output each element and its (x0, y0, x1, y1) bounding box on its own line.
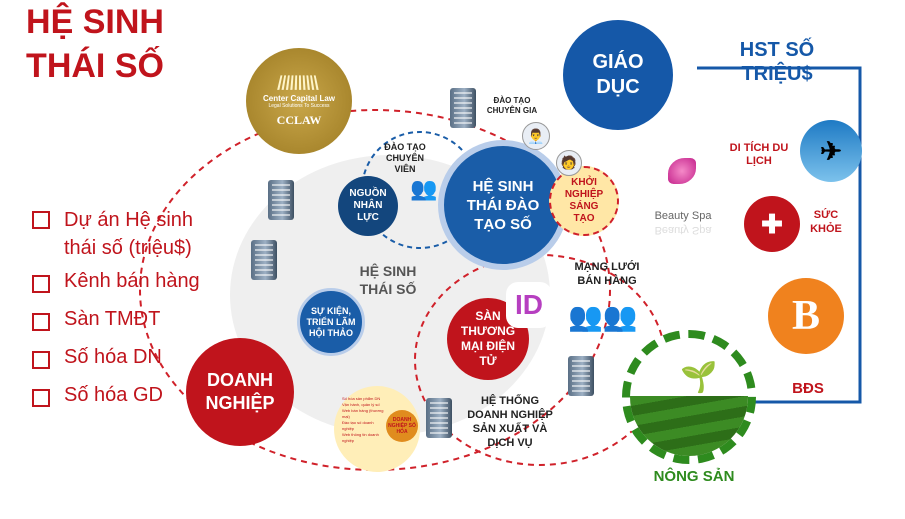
digitize-list: Số hóa sản phẩm DN Vận hành, quản lý số … (342, 396, 386, 444)
field-icon (630, 396, 748, 456)
building-icon (268, 180, 294, 220)
realestate-label: BĐS (784, 380, 832, 397)
center-label: HỆ SINH THÁI SỐ (352, 262, 424, 298)
events-circle: SỰ KIỆN, TRIỂN LÃM HỘI THẢO (297, 288, 365, 356)
checkbox-icon (32, 313, 50, 331)
startup-avatar-icon: 🧑 (556, 150, 582, 176)
medical-icon: ✚ (744, 196, 800, 252)
expert-label: ĐÀO TẠO CHUYÊN GIA (486, 96, 538, 116)
hst-label: HST SỐ TRIỆU$ (712, 38, 842, 86)
tourism-label: DI TÍCH DU LỊCH (724, 142, 794, 168)
expert-avatar-icon: 👨‍💼 (522, 122, 550, 150)
beauty-reflection: Beauty Spa (648, 224, 718, 236)
education-circle: GIÁO DỤC (563, 20, 673, 130)
realestate-logo: B (768, 278, 844, 354)
network-label: MẠNG LƯỚI BÁN HÀNG (572, 260, 642, 288)
id-badge-icon: ID (506, 282, 552, 328)
agri-circle: 🌱 (622, 330, 756, 464)
list-item: Dự án Hệ sinh thái số (triệu$) (32, 206, 214, 262)
list-item: Sàn TMĐT (32, 308, 160, 331)
startup-circle: KHỞI NGHIỆP SÁNG TẠO (549, 166, 619, 236)
leaf-icon: 🌱 (680, 360, 717, 395)
beauty-label: Beauty Spa (648, 210, 718, 222)
building-icon (426, 398, 452, 438)
digitize-badge: DOANH NGHIỆP SỐ HÓA (386, 410, 418, 442)
checkbox-icon (32, 275, 50, 293)
list-item: Kênh bán hàng (32, 270, 200, 293)
cclaw-logo: Center Capital Law Legal Solutions To Su… (246, 48, 352, 154)
building-icon (450, 88, 476, 128)
business-circle: DOANH NGHIỆP (186, 338, 294, 446)
hr-circle: NGUỒN NHÂN LỰC (338, 176, 398, 236)
checkbox-icon (32, 211, 50, 229)
agri-label: NÔNG SẢN (632, 468, 756, 485)
building-icon (251, 240, 277, 280)
group-icon: 👥 (410, 176, 437, 202)
checkbox-icon (32, 351, 50, 369)
digitize-bubble: Số hóa sản phẩm DN Vận hành, quản lý số … (334, 386, 420, 472)
cclaw-emblem-icon (277, 75, 321, 90)
checkbox-icon (32, 389, 50, 407)
trainer-label: ĐÀO TẠO CHUYÊN VIÊN (380, 142, 430, 175)
building-icon (568, 356, 594, 396)
health-label: SỨC KHỎE (804, 208, 848, 236)
list-item: Số hóa GD (32, 384, 163, 407)
production-label: HỆ THỐNG DOANH NGHIỆP SẢN XUẤT VÀ DỊCH V… (460, 394, 560, 450)
network-people-icon: 👥👥 (568, 300, 638, 333)
plane-icon: ✈ (800, 120, 862, 182)
list-item: Số hóa DN (32, 346, 162, 369)
